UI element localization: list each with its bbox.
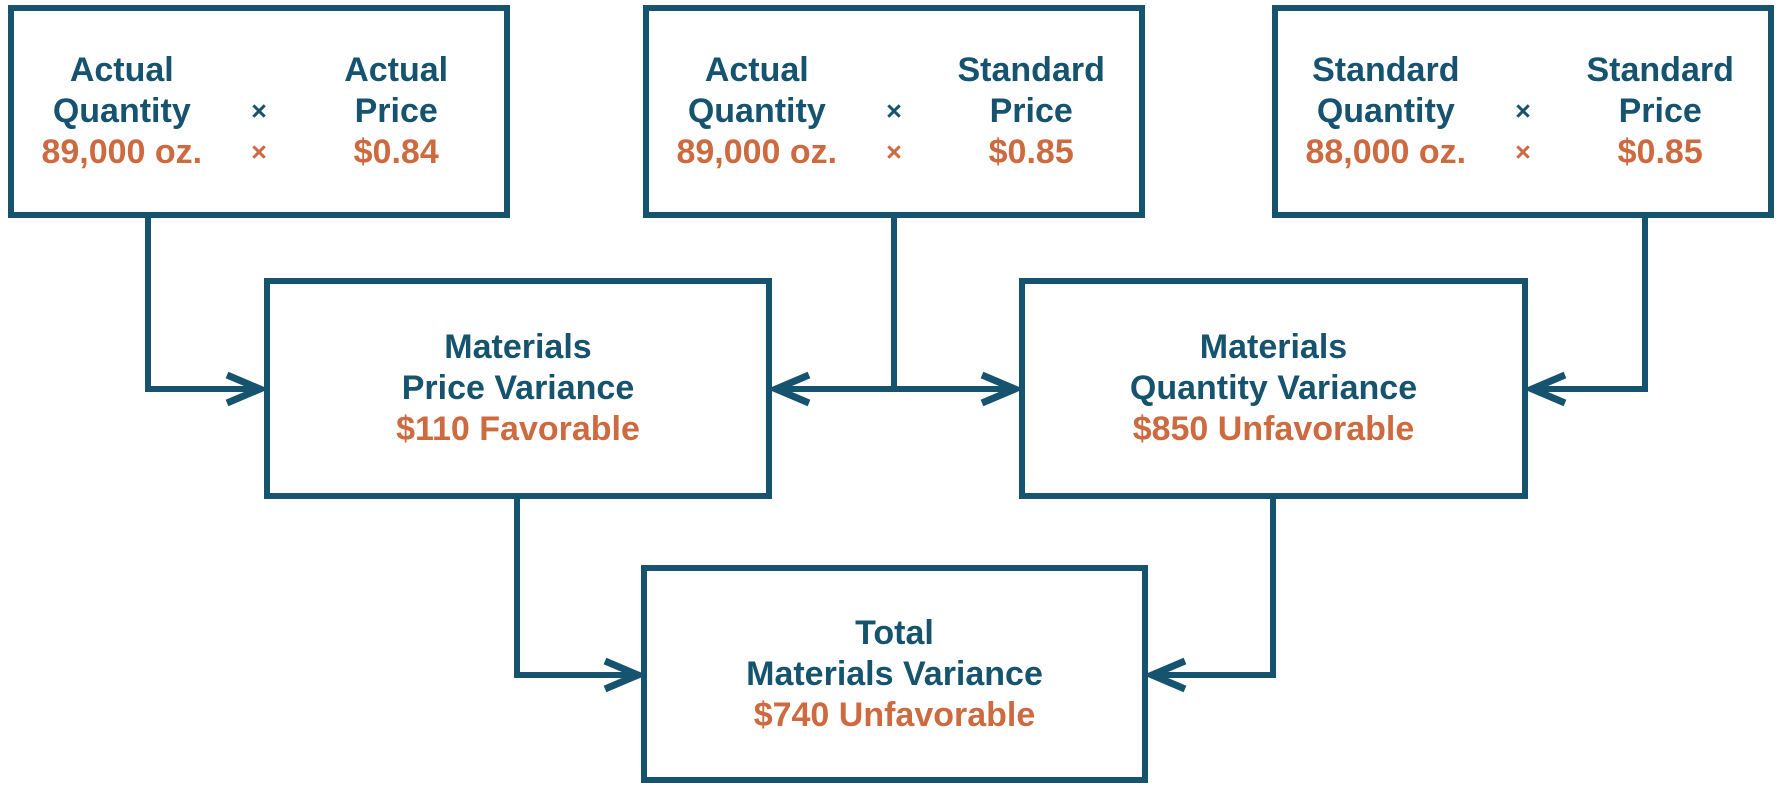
factor2-label-line1: Standard — [957, 51, 1105, 89]
connector-quantity-variance-to-total — [1143, 496, 1276, 693]
factor1-value: 88,000 oz. — [1305, 133, 1467, 171]
box-content: Materials Quantity Variance $850 Unfavor… — [1130, 327, 1417, 450]
factor2-label-line2: Price — [1618, 92, 1702, 130]
variance-title-line1: Materials — [444, 328, 592, 366]
arrowhead-right-icon — [225, 371, 269, 407]
box-content: Materials Price Variance $110 Favorable — [396, 327, 640, 450]
factor1-value: 89,000 oz. — [676, 133, 838, 171]
factor1-label-line2: Quantity — [52, 92, 191, 130]
actual-quantity-standard-price-box: Actual Standard Quantity × Price 89,000 … — [643, 5, 1145, 218]
factor2-label-line1: Actual — [344, 51, 449, 89]
multiply-operator: × — [251, 137, 267, 167]
box-content: Total Materials Variance $740 Unfavorabl… — [746, 613, 1043, 736]
factor2-value: $0.84 — [353, 133, 439, 171]
multiply-operator: × — [1515, 96, 1531, 126]
materials-price-variance-box: Materials Price Variance $110 Favorable — [264, 278, 772, 499]
connector-line — [514, 496, 636, 678]
connector-price-variance-to-total — [514, 496, 647, 693]
factor1-label-line1: Standard — [1312, 51, 1460, 89]
standard-quantity-standard-price-box: Standard Standard Quantity × Price 88,00… — [1272, 5, 1774, 218]
spacer — [1494, 50, 1553, 91]
factor1-value: 89,000 oz. — [41, 133, 203, 171]
factor2-label-line2: Price — [354, 92, 438, 130]
factor2-value: $0.85 — [1617, 133, 1703, 171]
total-title-line2: Materials Variance — [746, 654, 1043, 693]
connector-line — [145, 216, 258, 392]
variance-title-line1: Materials — [1199, 328, 1348, 366]
factor1-label-line2: Quantity — [687, 92, 826, 130]
factor2-value: $0.85 — [988, 133, 1074, 171]
arrowhead-left-icon — [767, 371, 811, 407]
multiply-operator: × — [251, 96, 267, 126]
multiply-operator: × — [886, 137, 902, 167]
factor2-label-line1: Standard — [1586, 51, 1734, 89]
total-value: $740 Unfavorable — [753, 695, 1036, 734]
total-materials-variance-box: Total Materials Variance $740 Unfavorabl… — [641, 565, 1148, 783]
spacer — [865, 50, 924, 91]
total-title-line1: Total — [855, 613, 934, 652]
variance-value: $110 Favorable — [396, 410, 640, 448]
box-content: Actual Standard Quantity × Price 89,000 … — [649, 50, 1139, 173]
box-content: Standard Standard Quantity × Price 88,00… — [1278, 50, 1768, 173]
factor1-label-line2: Quantity — [1316, 92, 1455, 130]
multiply-operator: × — [886, 96, 902, 126]
connector-line — [1155, 496, 1276, 678]
materials-quantity-variance-box: Materials Quantity Variance $850 Unfavor… — [1019, 278, 1528, 499]
multiply-operator: × — [1515, 137, 1531, 167]
arrowhead-left-icon — [1523, 371, 1567, 407]
variance-title-line2: Price Variance — [401, 369, 635, 407]
variance-title-line2: Quantity Variance — [1129, 369, 1418, 407]
arrowhead-right-icon — [603, 657, 647, 693]
factor1-label-line1: Actual — [704, 51, 809, 89]
connector-actual-to-price-variance — [145, 216, 269, 407]
connector-center-to-both-variances — [767, 216, 1024, 407]
connector-standard-to-quantity-variance — [1523, 216, 1648, 407]
box-content: Actual Actual Quantity × Price 89,000 oz… — [14, 50, 504, 173]
actual-quantity-actual-price-box: Actual Actual Quantity × Price 89,000 oz… — [8, 5, 510, 218]
arrowhead-left-icon — [1143, 657, 1187, 693]
arrowhead-right-icon — [980, 371, 1024, 407]
factor2-label-line2: Price — [989, 92, 1073, 130]
factor1-label-line1: Actual — [69, 51, 174, 89]
connector-line — [1535, 216, 1648, 392]
spacer — [230, 50, 289, 91]
variance-value: $850 Unfavorable — [1132, 410, 1415, 448]
